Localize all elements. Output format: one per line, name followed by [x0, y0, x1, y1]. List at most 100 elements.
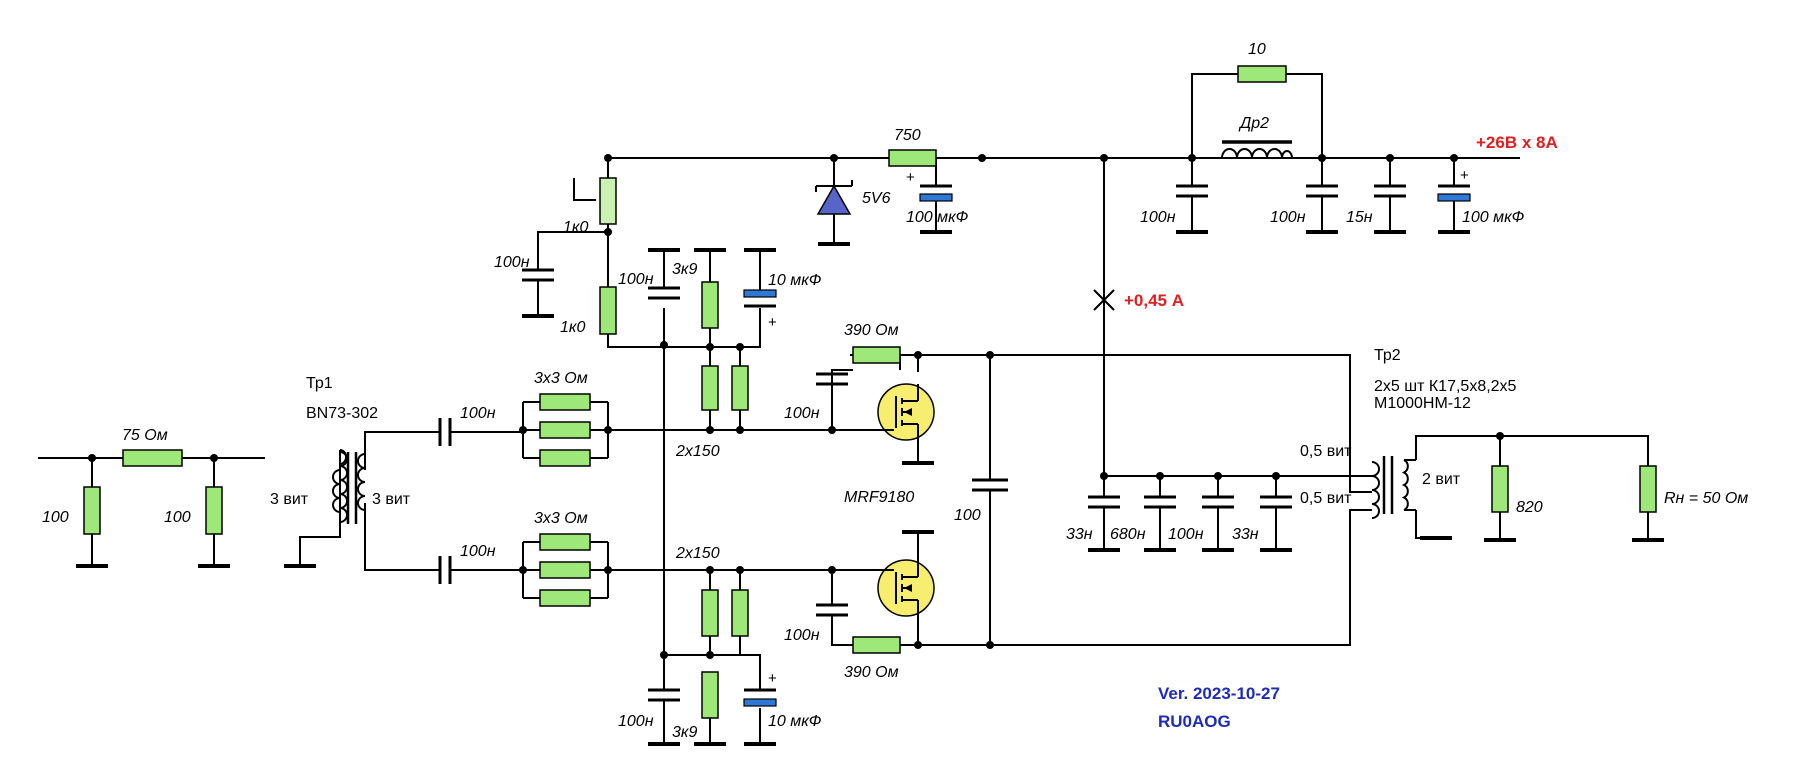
label-tr1-name: Тр1 [306, 375, 333, 392]
label-bottom-10uf: 10 мкФ [768, 713, 822, 730]
capacitor-drain-100 [972, 478, 1008, 500]
label-top-10uf: 10 мкФ [768, 272, 822, 289]
label-transistor: MRF9180 [844, 489, 914, 506]
electrolytic-10uf-bottom: + [743, 670, 777, 707]
label-feedback-cap-bottom: 100н [784, 627, 820, 644]
label-top-100n: 100н [618, 271, 654, 288]
capacitor-coupling-top [438, 418, 452, 446]
resistor-3k9-bottom [701, 671, 719, 719]
transformer-tr2 [1371, 456, 1416, 519]
electrolytic-capacitors: + + + + [743, 167, 1471, 707]
label-out-cap-1: 33н [1066, 526, 1093, 543]
capacitor-supply-100n-a [1176, 184, 1208, 206]
label-tr1-secondary: 3 вит [372, 491, 411, 508]
resistor-150-bottom-b [731, 589, 749, 637]
label-supply: +26В х 8А [1476, 133, 1558, 152]
resistor-gate-bottom-3 [539, 589, 591, 607]
label-2x150-bottom: 2x150 [675, 545, 720, 562]
label-version: Ver. 2023-10-27 [1158, 684, 1280, 703]
electrolytic-10uf-top: + [743, 289, 777, 331]
resistor-3k9-top [701, 281, 719, 329]
resistors [83, 65, 1657, 719]
capacitor-out-680n [1144, 495, 1176, 517]
label-bottom-3k9: 3к9 [672, 724, 697, 741]
label-feedback-res-top: 390 Ом [844, 322, 899, 339]
capacitor-feedback-bottom [816, 603, 848, 632]
resistor-10 [1237, 65, 1287, 83]
svg-text:+: + [768, 314, 777, 331]
label-res-1k0: 1к0 [560, 319, 585, 336]
label-bottom-100n: 100н [618, 713, 654, 730]
capacitor-out-100n [1202, 495, 1234, 517]
label-r-75: 75 Ом [122, 427, 168, 444]
label-tr2-name: Тр2 [1374, 347, 1401, 364]
label-tr1-core: BN73-302 [306, 405, 378, 422]
label-r-100-right: 100 [164, 509, 191, 526]
label-gate-top: 3x3 Ом [534, 370, 588, 387]
label-zener-res: 750 [894, 127, 921, 144]
zener-diode [815, 180, 853, 215]
resistor-150-top-b [731, 365, 749, 411]
svg-text:+: + [1460, 167, 1469, 184]
label-tr2-primary-bottom: 0,5 вит [1300, 490, 1352, 507]
current-measurement-cross [1093, 289, 1115, 311]
resistor-gate-top-3 [539, 449, 591, 467]
label-coupling-top: 100н [460, 405, 496, 422]
capacitors [438, 184, 1406, 708]
resistor-gate-bottom-1 [539, 533, 591, 551]
label-tr1-primary: 3 вит [270, 491, 309, 508]
resistor-150-bottom-a [701, 589, 719, 637]
capacitor-out-33n-a [1088, 495, 1120, 517]
label-supply-c1: 100н [1140, 209, 1176, 226]
label-coupling-bottom: 100н [460, 543, 496, 560]
label-r-100-left: 100 [42, 509, 69, 526]
label-feedback-res-bottom: 390 Ом [844, 664, 899, 681]
label-feedback-cap-top: 100н [784, 405, 820, 422]
label-tr2-primary-top: 0,5 вит [1300, 443, 1352, 460]
capacitor-coupling-bottom [438, 556, 452, 584]
mosfet-bottom [877, 559, 935, 620]
resistor-gate-bottom-2 [539, 561, 591, 579]
capacitor-top-100n [648, 286, 680, 300]
label-bias-ecap: 100 мкФ [906, 209, 969, 226]
resistor-820 [1491, 465, 1509, 513]
capacitor-out-33n-b [1260, 495, 1292, 517]
label-gate-bottom: 3x3 Ом [534, 510, 588, 527]
resistor-750 [888, 149, 937, 167]
resistor-390-top [852, 346, 901, 364]
resistor-75-ohm [122, 449, 183, 467]
electrolytic-100uf-bias: + [906, 169, 953, 210]
resistor-input-100-left [83, 486, 101, 535]
label-top-3k9: 3к9 [672, 261, 697, 278]
label-drain-cap: 100 [954, 507, 981, 524]
label-load: Rн = 50 Ом [1664, 490, 1748, 507]
label-out-cap-3: 100н [1168, 526, 1204, 543]
resistor-1k0 [599, 286, 617, 335]
ground-symbols [76, 230, 1664, 746]
label-tr2-core-1: 2х5 шт К17,5х8,2х5 [1374, 378, 1517, 395]
capacitor-feedback-top [816, 372, 848, 386]
resistor-load [1639, 465, 1657, 513]
label-current: +0,45 А [1124, 291, 1184, 310]
label-author: RU0AOG [1158, 712, 1231, 731]
label-pot-1k0: 1к0 [563, 219, 588, 236]
svg-text:+: + [768, 670, 777, 687]
label-out-cap-2: 680н [1110, 526, 1146, 543]
label-r820: 820 [1516, 499, 1543, 516]
label-supply-ecap: 100 мкФ [1462, 209, 1525, 226]
svg-text:+: + [906, 169, 915, 186]
transformer-tr1 [332, 449, 366, 524]
label-choke: Др2 [1238, 115, 1269, 132]
junctions [88, 154, 1504, 659]
resistor-input-100-right [205, 486, 223, 535]
potentiometer-1k0 [599, 177, 617, 225]
capacitor-supply-15n [1374, 184, 1406, 206]
label-tr2-core-2: М1000НМ-12 [1374, 395, 1471, 412]
capacitor-supply-100n-b [1306, 184, 1338, 206]
choke-dr2 [1221, 140, 1293, 159]
label-supply-c3: 15н [1346, 209, 1373, 226]
label-tr2-secondary: 2 вит [1422, 471, 1461, 488]
label-supply-c2: 100н [1270, 209, 1306, 226]
resistor-390-bottom [852, 636, 901, 654]
